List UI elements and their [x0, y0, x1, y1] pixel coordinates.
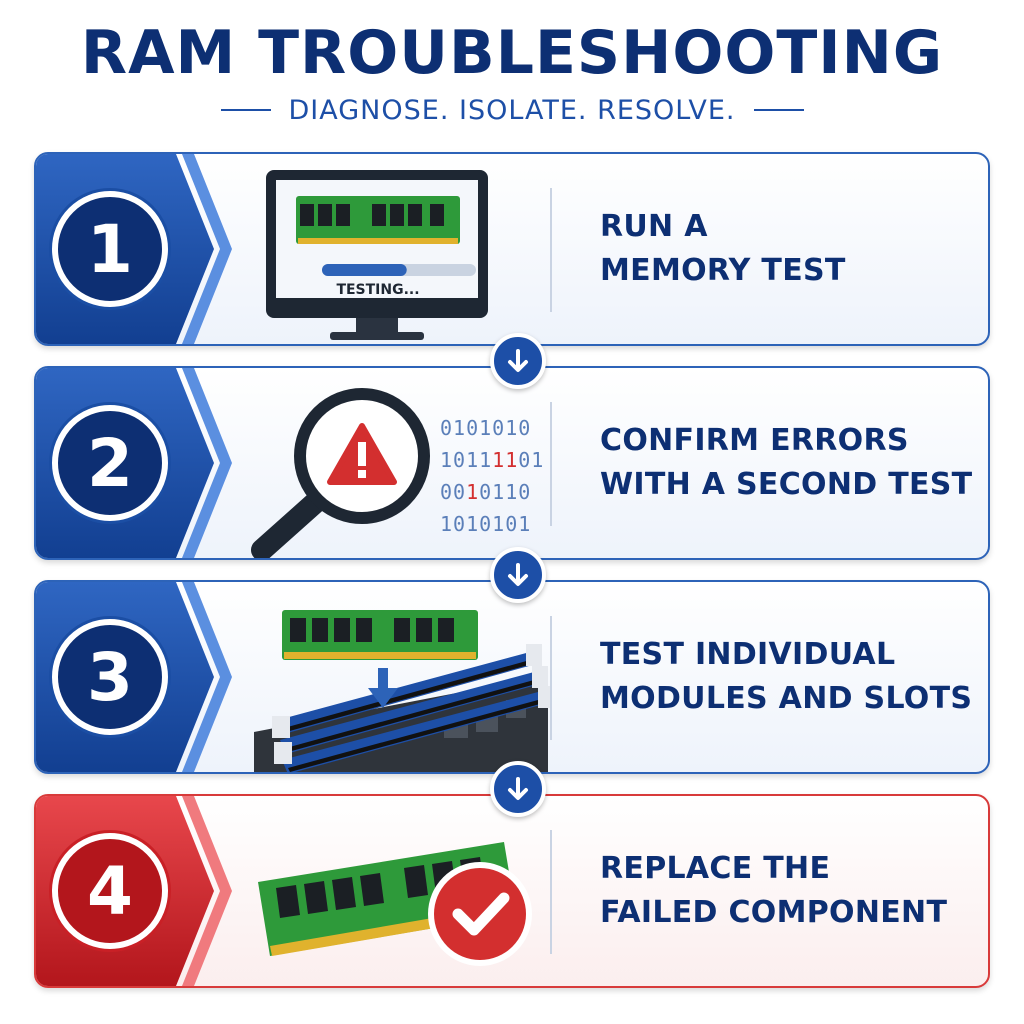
- step-3-text: TEST INDIVIDUAL MODULES AND SLOTS: [600, 633, 980, 721]
- testing-label: TESTING...: [336, 282, 419, 298]
- step-4-divider: [550, 830, 552, 954]
- subtitle-rule-left: [220, 109, 271, 111]
- step-1-divider: [550, 188, 552, 312]
- page-title: RAM TROUBLESHOOTING: [80, 18, 944, 88]
- memory-test-progress-fill: [322, 264, 407, 276]
- step-3-line-1: TEST INDIVIDUAL: [600, 637, 896, 672]
- step-3-card: 3: [34, 580, 990, 774]
- binary-line-2: 10111101: [440, 448, 545, 472]
- step-3-number: 3: [52, 619, 168, 735]
- step-2-line-1: CONFIRM ERRORS: [600, 423, 909, 458]
- monitor-memory-test-icon: TESTING...: [214, 154, 554, 344]
- arrow-down-icon: [490, 333, 546, 389]
- binary-readout: 0101010 10111101 0010110 1010101: [440, 412, 544, 540]
- arrow-down-icon: [490, 761, 546, 817]
- step-2-text: CONFIRM ERRORS WITH A SECOND TEST: [600, 419, 980, 507]
- motherboard-slots-icon: [214, 582, 554, 772]
- binary-line-1: 0101010: [440, 416, 532, 440]
- subtitle-rule-right: [753, 109, 804, 111]
- binary-line-4: 1010101: [440, 512, 532, 536]
- step-2-divider: [550, 402, 552, 526]
- arrow-down-icon: [490, 547, 546, 603]
- step-2-card: 2 0101010 10111101 0010110 1010101 CONFI…: [34, 366, 990, 560]
- step-1-line-2: MEMORY TEST: [600, 253, 846, 288]
- step-1-card: 1 TESTING... RUN A MEMORY TEST: [34, 152, 990, 346]
- step-4-text: REPLACE THE FAILED COMPONENT: [600, 847, 980, 935]
- step-4-line-2: FAILED COMPONENT: [600, 895, 948, 930]
- step-4-card: 4 REPLACE THE FAILED COMPONENT: [34, 794, 990, 988]
- step-2-number: 2: [52, 405, 168, 521]
- error-bits: 11: [492, 448, 519, 472]
- ram-checkmark-icon: [214, 796, 554, 986]
- step-4-number: 4: [52, 833, 168, 949]
- page-subtitle: DIAGNOSE. ISOLATE. RESOLVE.: [288, 94, 736, 126]
- step-1-text: RUN A MEMORY TEST: [600, 205, 980, 293]
- step-2-line-2: WITH A SECOND TEST: [600, 467, 973, 502]
- step-4-line-1: REPLACE THE: [600, 851, 831, 886]
- step-1-number: 1: [52, 191, 168, 307]
- error-bits: 1: [466, 480, 480, 504]
- step-3-line-2: MODULES AND SLOTS: [600, 681, 973, 716]
- subtitle-row: DIAGNOSE. ISOLATE. RESOLVE.: [0, 92, 1024, 128]
- binary-line-3: 0010110: [440, 480, 532, 504]
- step-1-line-1: RUN A: [600, 209, 708, 244]
- magnifier-warning-icon: 0101010 10111101 0010110 1010101: [214, 368, 554, 558]
- step-3-divider: [550, 616, 552, 740]
